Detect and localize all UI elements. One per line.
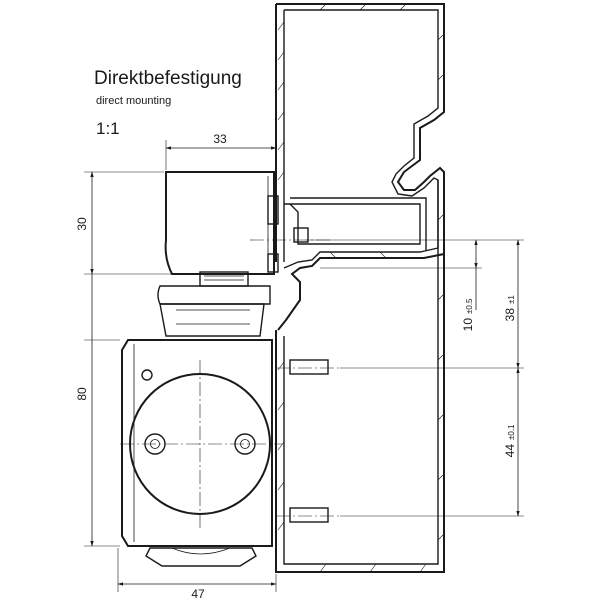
dim-10-tolerance: ±0.5 — [465, 298, 474, 314]
dim-38-value: 38 — [503, 308, 517, 322]
dim-44-value: 44 — [503, 444, 517, 458]
sensor-main-body — [121, 339, 273, 567]
dim-width-top: 33 — [213, 132, 227, 146]
center-lines — [120, 239, 340, 530]
drawing-scale: 1:1 — [96, 119, 120, 138]
dim-44-tolerance: ±0.1 — [507, 424, 516, 440]
mounting-nut — [157, 271, 271, 337]
dim-width-bottom: 47 — [191, 587, 205, 600]
dim-10: 10 ±0.5 — [461, 298, 475, 331]
drawing-title: Direktbefestigung — [94, 68, 242, 89]
dimension-lines — [90, 146, 520, 586]
dim-44: 44 ±0.1 — [503, 424, 517, 457]
dim-38-tolerance: ±1 — [507, 295, 516, 304]
fixing-bolts — [289, 227, 329, 523]
steel-profile — [275, 3, 445, 573]
sensor-head-housing — [164, 171, 279, 275]
extension-lines — [84, 140, 524, 592]
dim-height-top: 30 — [75, 217, 89, 231]
mounting-screw-icon — [141, 369, 153, 381]
dim-10-value: 10 — [461, 318, 475, 332]
section-hatching — [277, 3, 445, 573]
dim-height-body: 80 — [75, 387, 89, 401]
dim-38: 38 ±1 — [503, 295, 517, 322]
drawing-subtitle: direct mounting — [96, 95, 171, 107]
